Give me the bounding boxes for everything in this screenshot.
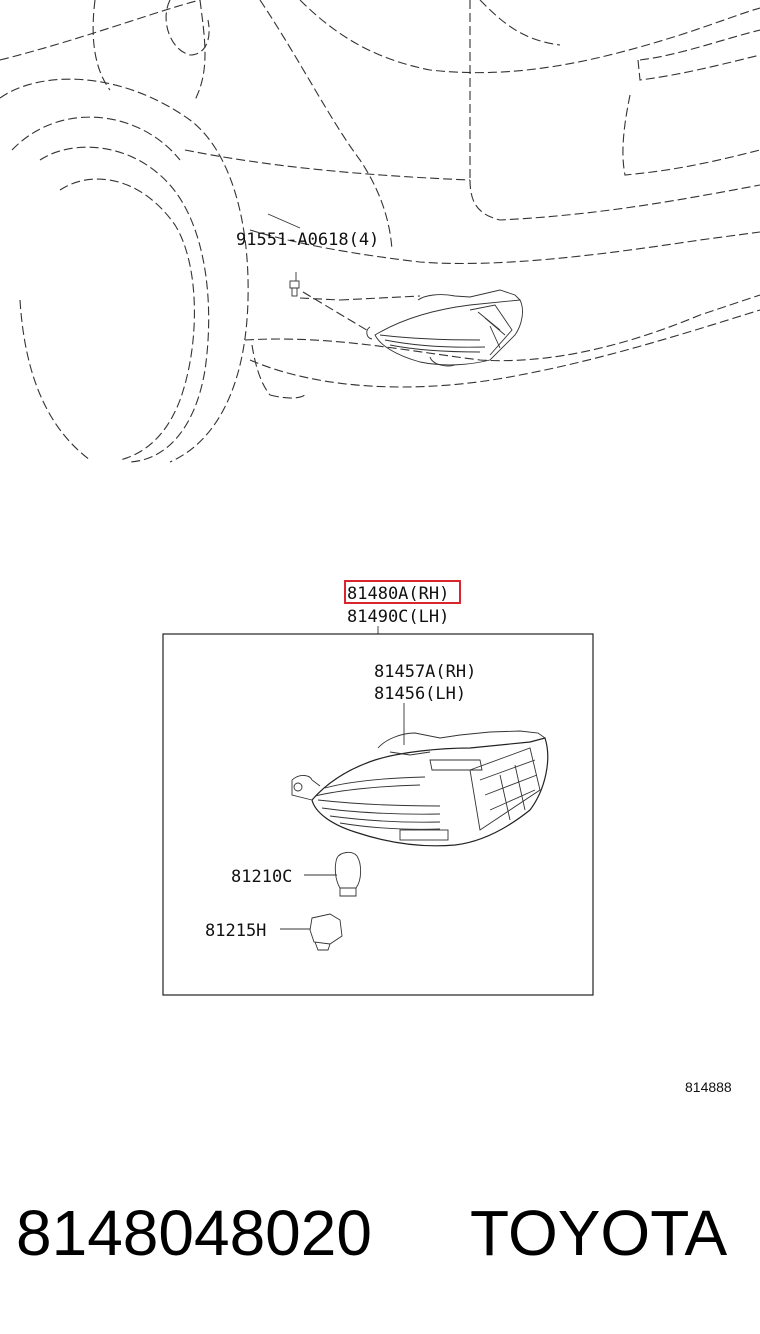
reflector-lamp-installed [366,289,523,367]
bolt-leader-line [267,213,301,229]
footer-part-number: 8148048020 [16,1197,372,1269]
vehicle-outline [0,0,760,463]
bulb-part [304,851,362,897]
reflector-lens [291,730,549,847]
socket-part [280,913,343,951]
bolt-part-label[interactable]: 91551-A0618(4) [236,230,379,250]
assembly-frame [162,633,594,996]
socket-label[interactable]: 81215H [205,921,266,941]
lens-rh-label[interactable]: 81457A(RH) [374,662,476,682]
mounting-screw [289,272,421,333]
diagram-code: 814888 [685,1079,732,1095]
footer-brand: TOYOTA [470,1197,728,1269]
lens-lh-label[interactable]: 81456(LH) [374,684,466,704]
assembly-lh-label[interactable]: 81490C(LH) [347,607,449,627]
bulb-label[interactable]: 81210C [231,867,292,887]
highlight-box [344,580,461,604]
assembly-rh-label[interactable]: 81480A(RH) [347,584,449,604]
